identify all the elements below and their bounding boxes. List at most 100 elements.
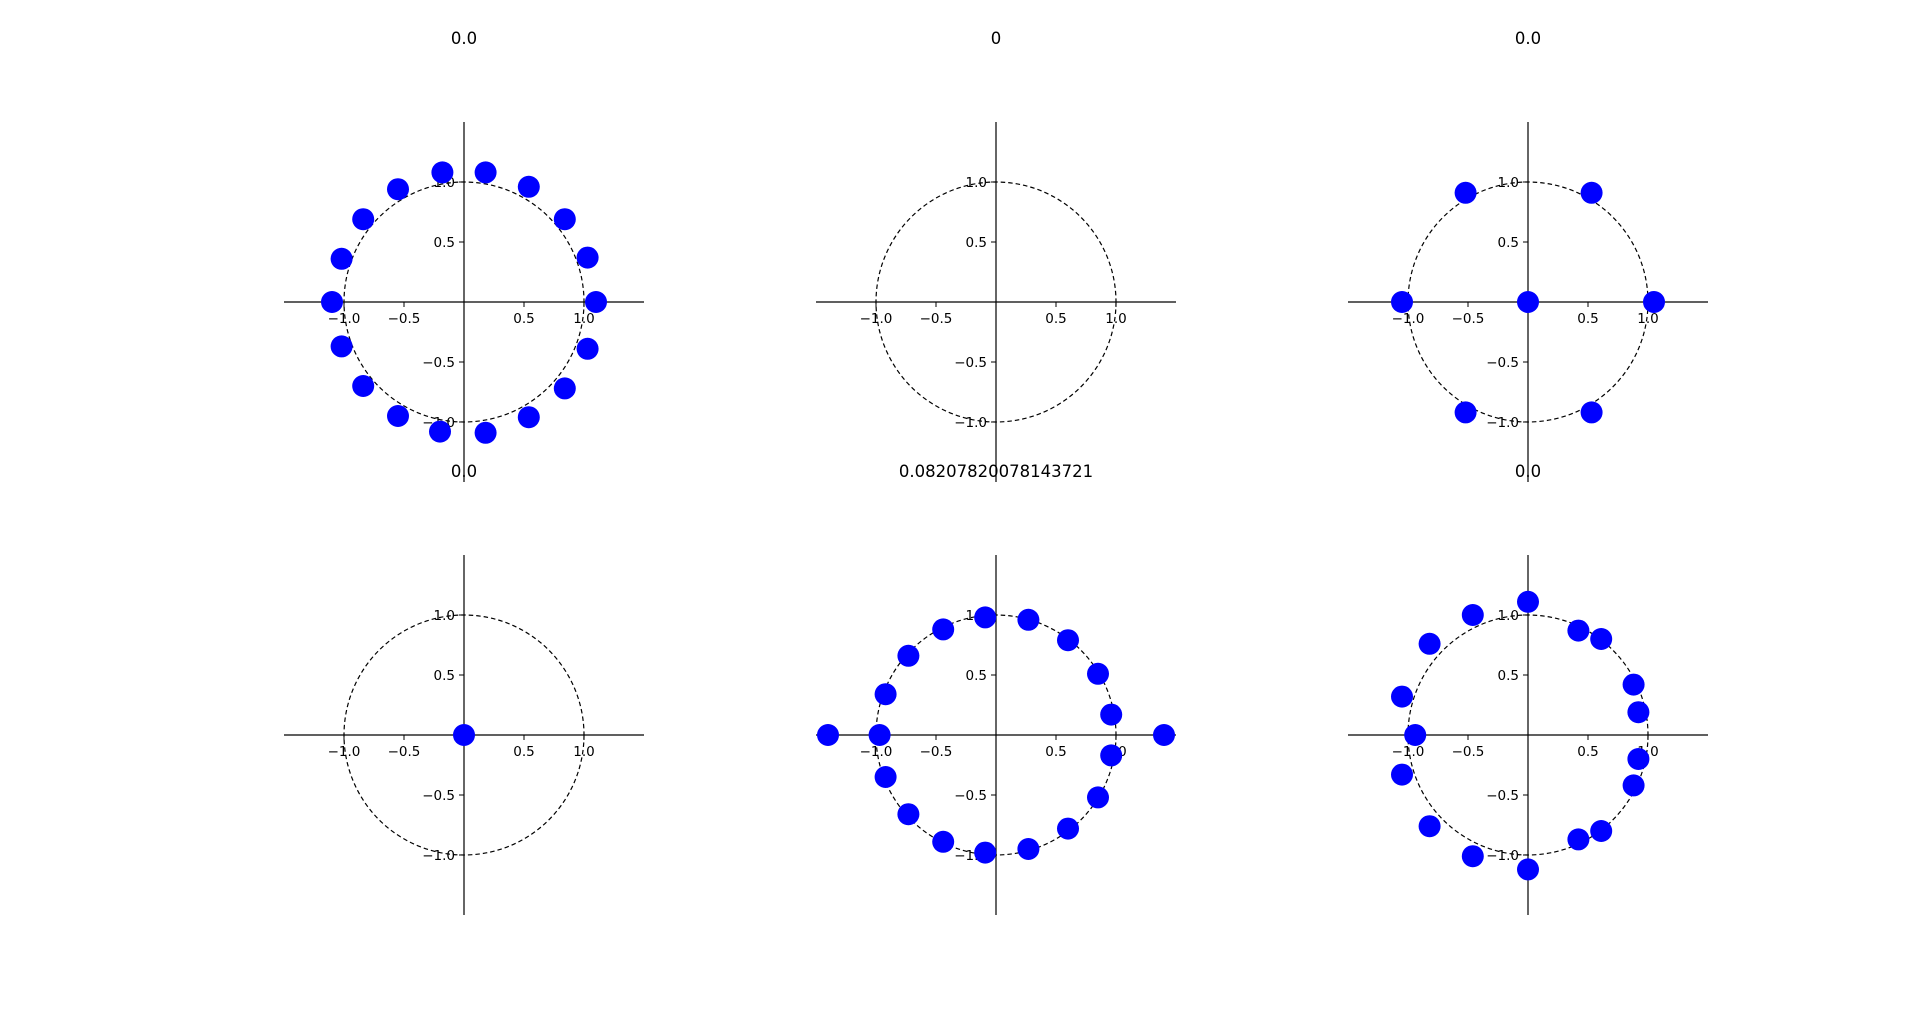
- x-tick-label: −0.5: [920, 311, 953, 327]
- data-point: [387, 405, 409, 427]
- y-tick-label: 1.0: [1498, 608, 1519, 624]
- data-point: [585, 291, 607, 313]
- data-point: [1461, 604, 1484, 626]
- data-point: [1454, 181, 1477, 204]
- y-tick-label: −1.0: [1486, 848, 1519, 864]
- data-point: [1627, 701, 1650, 724]
- data-point: [553, 377, 576, 400]
- data-point: [474, 161, 497, 184]
- subplot-title: 0.08207820078143721: [899, 462, 1093, 481]
- y-tick-label: −0.5: [954, 355, 987, 371]
- y-tick-label: 0.5: [966, 668, 987, 684]
- data-point: [1643, 291, 1665, 313]
- data-point: [1461, 845, 1484, 868]
- data-point: [868, 724, 891, 746]
- y-tick-label: −1.0: [422, 848, 455, 864]
- y-tick-label: 1.0: [966, 175, 987, 191]
- data-point: [1590, 628, 1613, 650]
- subplot-1: 0.0−1.0−0.50.51.01.00.5−0.5−1.0: [284, 29, 644, 482]
- data-point: [330, 247, 353, 270]
- data-point: [1017, 608, 1040, 631]
- data-point: [1100, 703, 1123, 726]
- data-point: [1391, 685, 1413, 708]
- subplot-title: 0.0: [451, 29, 477, 48]
- y-tick-label: 0.5: [966, 235, 987, 251]
- y-tick-label: 1.0: [1498, 175, 1519, 191]
- data-point: [431, 161, 454, 184]
- data-point: [1517, 590, 1539, 613]
- data-point: [321, 291, 343, 313]
- data-point: [1580, 401, 1603, 424]
- data-point: [429, 420, 451, 443]
- data-point: [1153, 724, 1175, 746]
- subplot-2: 0 −1.0 −0.5 0.5 1.0 1.0 0.5 −0.5 −1.0: [816, 29, 1176, 482]
- data-point: [517, 175, 540, 198]
- x-tick-label: −1.0: [1392, 311, 1425, 327]
- subplot-title: 0.0: [451, 462, 477, 481]
- data-point: [974, 841, 997, 864]
- data-point: [1418, 815, 1441, 838]
- data-point: [1100, 744, 1123, 767]
- data-point: [817, 724, 839, 746]
- data-point: [1404, 724, 1427, 746]
- subplot-title: 0.0: [1515, 462, 1541, 481]
- data-point: [1580, 181, 1603, 204]
- data-point: [932, 830, 955, 853]
- x-tick-label: 1.0: [573, 311, 594, 327]
- data-point: [897, 803, 920, 826]
- x-tick-label: −1.0: [860, 311, 893, 327]
- y-tick-label: −1.0: [1486, 415, 1519, 431]
- x-tick-label: −1.0: [328, 311, 361, 327]
- x-tick-label: −0.5: [920, 744, 953, 760]
- x-tick-label: 1.0: [573, 744, 594, 760]
- data-point: [1087, 662, 1109, 685]
- y-tick-label: −0.5: [422, 355, 455, 371]
- y-tick-label: −0.5: [1486, 355, 1519, 371]
- x-tick-label: −0.5: [1452, 744, 1485, 760]
- x-tick-label: 0.5: [1577, 744, 1598, 760]
- data-point: [1391, 291, 1413, 313]
- x-tick-label: 0.5: [513, 744, 534, 760]
- x-tick-label: 0.5: [1045, 311, 1066, 327]
- x-tick-label: −0.5: [388, 744, 421, 760]
- data-point: [1057, 629, 1079, 652]
- data-point: [553, 208, 576, 231]
- y-tick-label: 0.5: [1498, 235, 1519, 251]
- data-point: [474, 421, 497, 444]
- x-tick-label: −1.0: [1392, 744, 1425, 760]
- y-tick-label: 0.5: [434, 668, 455, 684]
- data-point: [576, 337, 599, 360]
- data-point: [1057, 817, 1079, 840]
- y-tick-label: −0.5: [422, 788, 455, 804]
- y-tick-label: −0.5: [954, 788, 987, 804]
- data-point: [517, 406, 540, 429]
- data-point: [1517, 858, 1539, 881]
- data-point: [1590, 820, 1613, 842]
- x-tick-label: −0.5: [388, 311, 421, 327]
- y-tick-label: −1.0: [954, 415, 987, 431]
- x-tick-label: 0.5: [1045, 744, 1066, 760]
- data-point: [1017, 838, 1040, 860]
- data-point: [1622, 673, 1645, 696]
- y-tick-label: 0.5: [434, 235, 455, 251]
- x-tick-label: 0.5: [1577, 311, 1598, 327]
- x-tick-label: −1.0: [860, 744, 893, 760]
- x-tick-label: 1.0: [1105, 311, 1126, 327]
- y-tick-label: 0.5: [1498, 668, 1519, 684]
- data-point: [1567, 828, 1590, 851]
- data-point: [352, 208, 375, 231]
- data-point: [974, 606, 997, 629]
- data-point: [330, 335, 353, 358]
- data-point: [576, 246, 599, 269]
- data-point: [1454, 401, 1477, 424]
- data-point: [1517, 291, 1539, 313]
- data-point: [453, 724, 475, 746]
- subplot-title: 0: [991, 29, 1002, 48]
- y-tick-label: −0.5: [1486, 788, 1519, 804]
- x-tick-label: −0.5: [1452, 311, 1485, 327]
- y-tick-label: 1.0: [434, 608, 455, 624]
